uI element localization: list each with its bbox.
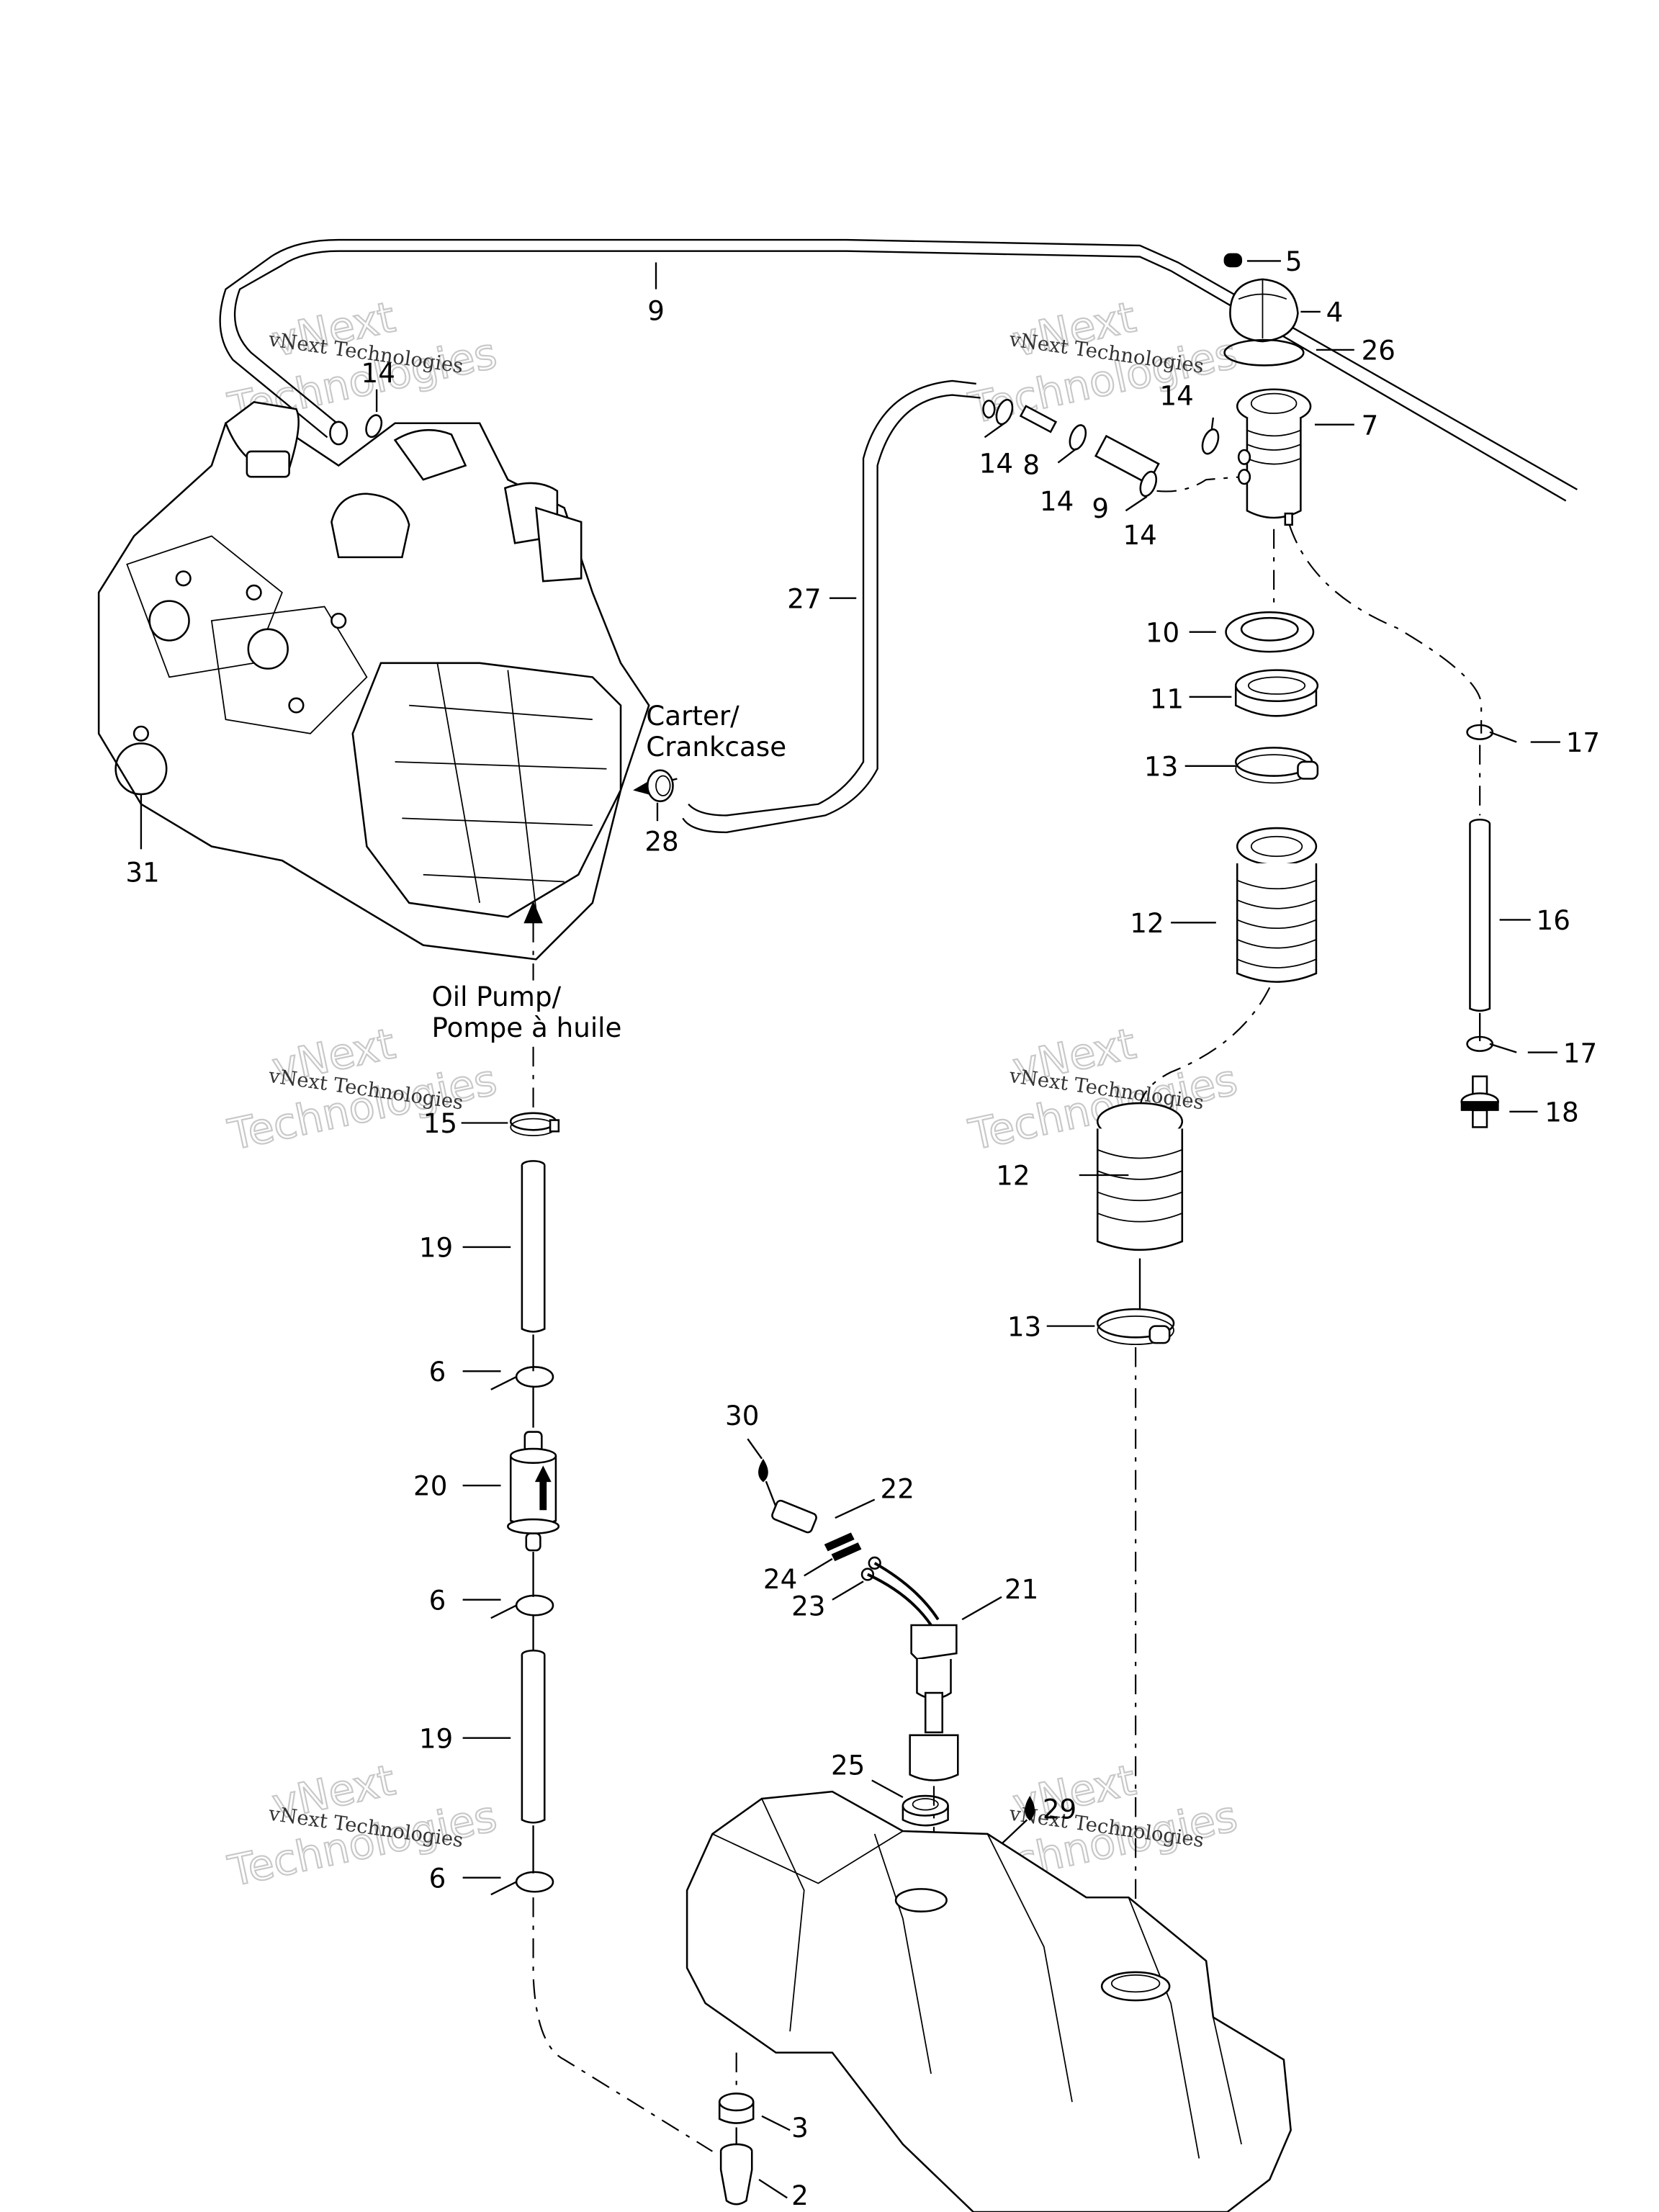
- callout-31: 31: [125, 856, 159, 888]
- callout-12-bottom: 12: [996, 1160, 1030, 1192]
- clamp-14-right: [1201, 417, 1220, 455]
- terminals-24: [804, 1532, 862, 1577]
- bellows-12-bottom: [1079, 1102, 1184, 1310]
- vent-hose-9: [219, 238, 1578, 502]
- callout-6-top: 6: [429, 1356, 446, 1388]
- callout-12-top: 12: [1130, 907, 1164, 939]
- callout-4: 4: [1326, 297, 1344, 328]
- callout-19-top: 19: [419, 1232, 453, 1264]
- hose-clamp-13-top: [1184, 747, 1319, 784]
- callout-17-bottom: 17: [1563, 1037, 1597, 1069]
- crankcase-note-line1: Carter/: [646, 700, 739, 732]
- cap-plug-5: [1223, 253, 1281, 268]
- oil-pump-arrow: [523, 901, 543, 1107]
- callout-14-b: 14: [1040, 485, 1074, 517]
- callout-14-right: 14: [1159, 379, 1193, 411]
- sealant-drop-30: [747, 1438, 777, 1507]
- fitting-2: [719, 2143, 788, 2206]
- callout-13-top: 13: [1144, 751, 1178, 783]
- washer-10: [1189, 611, 1315, 653]
- callout-14-a: 14: [979, 447, 1013, 479]
- callout-27: 27: [787, 583, 821, 614]
- connector-8: [982, 400, 1058, 433]
- filter-20: [462, 1431, 560, 1597]
- callout-28: 28: [644, 825, 678, 857]
- filler-neck-7: [1236, 388, 1483, 734]
- callout-10: 10: [1146, 616, 1179, 648]
- callout-7: 7: [1362, 409, 1379, 441]
- crankcase-note: Carter/ Crankcase: [646, 700, 786, 763]
- callout-14-left: 14: [361, 357, 395, 389]
- connector-22: [771, 1498, 876, 1534]
- hose-clamp-13-bottom: [1046, 1308, 1175, 1969]
- callout-30: 30: [725, 1400, 759, 1431]
- level-sensor-21: [867, 1562, 1002, 1781]
- clamp-17-bottom: [1466, 1035, 1557, 1053]
- callout-8: 8: [1022, 449, 1040, 480]
- callout-5: 5: [1285, 246, 1303, 277]
- callout-23: 23: [791, 1590, 825, 1622]
- callout-19-bottom: 19: [419, 1722, 453, 1754]
- callout-16: 16: [1537, 904, 1570, 936]
- clamp-14-b: [1057, 424, 1087, 464]
- callout-3: 3: [791, 2112, 809, 2144]
- callout-22: 22: [881, 1473, 914, 1505]
- callout-21: 21: [1004, 1573, 1038, 1605]
- tie-6-bottom: [462, 1871, 713, 2152]
- oil-pump-note-line2: Pompe à huile: [432, 1012, 622, 1043]
- callout-9-mid: 9: [1092, 493, 1109, 524]
- callout-14-c: 14: [1123, 519, 1157, 551]
- crankcase-note-line2: Crankcase: [646, 731, 786, 763]
- clamp-14-left: [365, 389, 383, 439]
- nut-11: [1189, 669, 1319, 717]
- hose-16: [1469, 819, 1531, 1041]
- callouts: 5 4 26 7 9 14 14 8 14 9 14 14 27 10 11 1…: [125, 246, 1600, 2211]
- clamp-14-c: [1125, 470, 1242, 512]
- oil-pump-note-line1: Oil Pump/: [432, 981, 562, 1012]
- callout-26: 26: [1362, 335, 1395, 367]
- clamp-14-a: [984, 398, 1014, 439]
- oil-tank: [685, 1790, 1292, 2212]
- engine: [97, 401, 678, 961]
- hose-19-bottom: [462, 1649, 546, 1874]
- callout-15: 15: [423, 1107, 457, 1139]
- callout-29: 29: [1043, 1793, 1076, 1825]
- tie-6-top: [462, 1366, 554, 1428]
- grommet-3: [718, 2092, 791, 2144]
- hose-19-top: [462, 1160, 546, 1372]
- o-ring-26: [1223, 338, 1354, 367]
- callout-6-mid: 6: [429, 1584, 446, 1616]
- check-valve-18: [1460, 1075, 1538, 1128]
- clamp-15: [461, 1112, 560, 1137]
- tube-27: [682, 379, 981, 834]
- callout-25: 25: [831, 1750, 865, 1781]
- callout-20: 20: [413, 1470, 447, 1502]
- clamp-17-top: [1466, 724, 1560, 816]
- grommet-28: [646, 769, 674, 822]
- callout-11: 11: [1150, 683, 1184, 715]
- oil-pump-note: Oil Pump/ Pompe à huile: [432, 981, 622, 1043]
- callout-9-top: 9: [647, 295, 665, 327]
- tie-6-mid: [462, 1594, 554, 1651]
- bellows-12-top: [1138, 827, 1318, 1108]
- callout-6-bottom: 6: [429, 1862, 446, 1894]
- filler-cap-4: [1229, 278, 1321, 343]
- callout-2: 2: [791, 2180, 809, 2211]
- callout-13-bottom: 13: [1007, 1310, 1041, 1342]
- callout-24: 24: [763, 1563, 797, 1595]
- callout-18: 18: [1545, 1097, 1578, 1128]
- callout-17-top: 17: [1566, 727, 1600, 758]
